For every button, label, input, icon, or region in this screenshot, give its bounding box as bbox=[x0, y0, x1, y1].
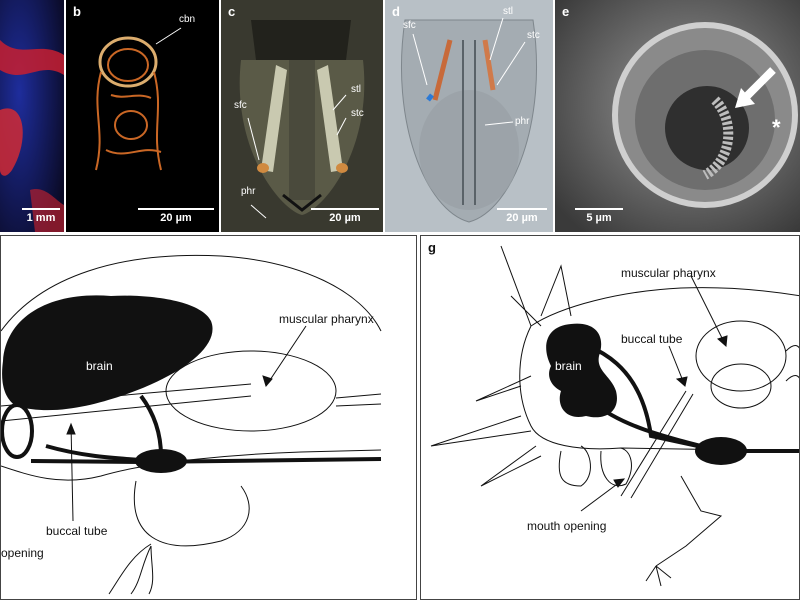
g-buccal-label: buccal tube bbox=[621, 332, 683, 346]
panel-e-image bbox=[555, 0, 800, 232]
label-c-stl: stl bbox=[351, 84, 361, 95]
panel-d-image bbox=[385, 0, 553, 232]
panel-b-letter: b bbox=[73, 4, 81, 19]
label-c-stc: stc bbox=[351, 108, 364, 119]
f-pharynx bbox=[165, 350, 337, 432]
panel-a-scalebar: 1 mm bbox=[22, 208, 60, 224]
panel-d-letter: d bbox=[392, 4, 400, 19]
g-body-outline bbox=[530, 287, 799, 327]
panel-d-scalebar: 20 µm bbox=[497, 208, 547, 224]
panel-e-letter: e bbox=[562, 4, 570, 19]
label-e-star: * bbox=[772, 115, 781, 140]
panel-g-letter: g bbox=[428, 240, 436, 255]
panel-d: d sfc stl stc phr 20 µm bbox=[385, 0, 553, 232]
f-pharynx-label: muscular pharynx bbox=[279, 312, 374, 326]
label-c-sfc: sfc bbox=[234, 100, 247, 111]
f-ganglion bbox=[135, 449, 187, 473]
panel-a: 1 mm bbox=[0, 0, 64, 232]
f-buccal-label: buccal tube bbox=[46, 524, 108, 538]
g-ganglion bbox=[695, 437, 747, 465]
panel-b-scalebar: 20 µm bbox=[138, 208, 214, 224]
f-brain-label: brain bbox=[86, 359, 113, 373]
label-d-phr: phr bbox=[515, 116, 530, 127]
panel-c-scale-text: 20 µm bbox=[329, 212, 361, 224]
panel-f-diagram bbox=[1, 254, 382, 595]
g-brain bbox=[546, 323, 617, 418]
panel-a-scale-text: 1 mm bbox=[26, 212, 56, 224]
f-mouth-ring bbox=[1, 403, 34, 459]
f-mouth-label: opening bbox=[1, 546, 44, 560]
panel-c-scalebar: 20 µm bbox=[311, 208, 379, 224]
panel-e-scalebar: 5 µm bbox=[575, 208, 623, 224]
panel-e-scale-text: 5 µm bbox=[586, 212, 612, 224]
g-brain-label: brain bbox=[555, 359, 582, 373]
f-body-outline bbox=[1, 254, 382, 332]
g-pharynx-label: muscular pharynx bbox=[621, 266, 716, 280]
panel-b-image bbox=[95, 27, 182, 171]
panel-e: e * 5 µm bbox=[555, 0, 800, 232]
panel-g: g brain muscular pharynx buccal tube mou… bbox=[420, 235, 800, 600]
label-c-phr: phr bbox=[241, 186, 256, 197]
panel-c-image bbox=[221, 0, 383, 232]
label-d-stc: stc bbox=[527, 30, 540, 41]
panel-b-scale-text: 20 µm bbox=[160, 212, 192, 224]
f-nerve-cord bbox=[30, 457, 382, 465]
panel-c: c sfc stl stc phr 20 µm bbox=[221, 0, 383, 232]
label-d-sfc: sfc bbox=[403, 20, 416, 31]
panel-f: brain muscular pharynx buccal tube openi… bbox=[0, 235, 417, 600]
panel-d-scale-text: 20 µm bbox=[506, 212, 538, 224]
g-mouth-label: mouth opening bbox=[527, 519, 607, 533]
panel-c-letter: c bbox=[228, 4, 236, 19]
label-cbn: cbn bbox=[179, 14, 196, 25]
label-d-stl: stl bbox=[503, 6, 513, 17]
g-pharynx bbox=[695, 320, 787, 392]
panel-a-image bbox=[0, 0, 64, 232]
panel-g-diagram bbox=[430, 245, 799, 587]
f-brain bbox=[2, 295, 213, 411]
g-buccal-tube bbox=[620, 390, 694, 499]
panel-b: b cbn 20 µm bbox=[66, 0, 219, 232]
